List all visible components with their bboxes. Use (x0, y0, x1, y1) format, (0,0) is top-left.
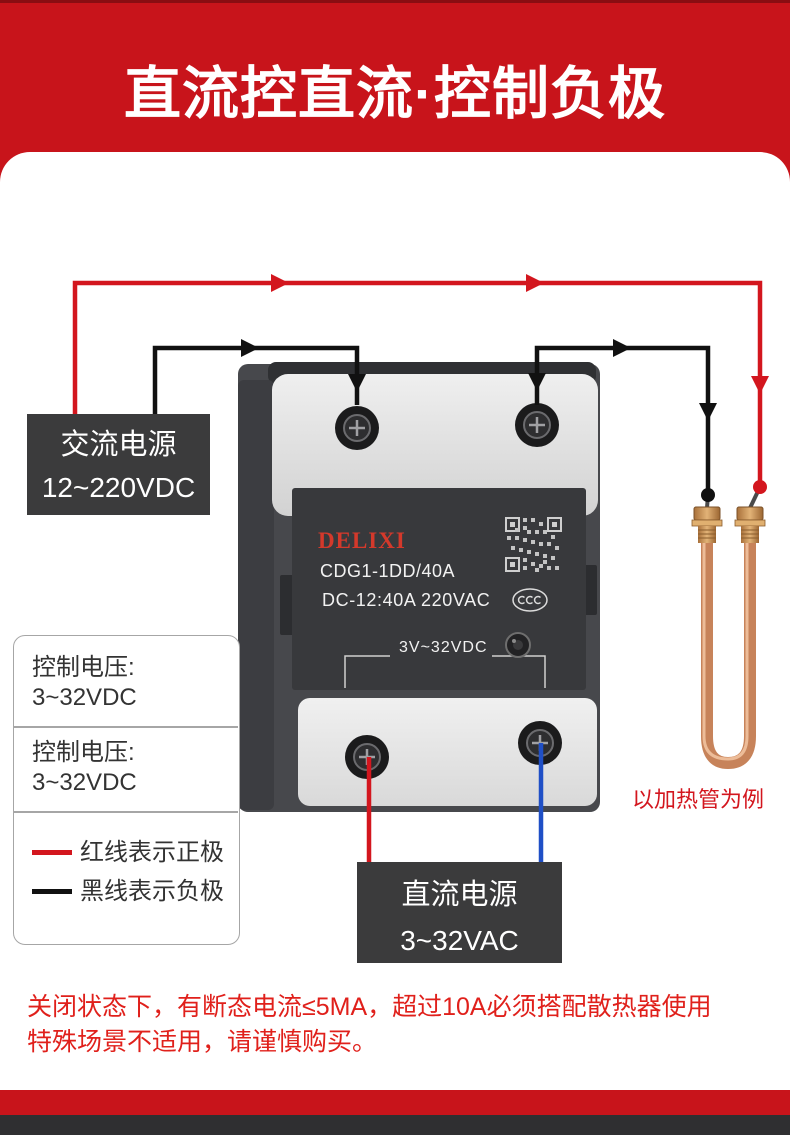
qr-finder-top-left-dot (510, 522, 515, 527)
ac-power-voltage: 12~220VDC (41, 472, 196, 503)
screw-terminal-top-right (515, 403, 559, 447)
solid-state-relay (238, 362, 600, 812)
red-wire-swatch (32, 850, 72, 855)
heater-tube-highlight (702, 542, 749, 761)
qr-finder-top-right (547, 517, 562, 532)
black-terminal-dot (701, 488, 715, 502)
qr-finder-bottom-left (505, 557, 520, 572)
heater-tube-body (701, 542, 756, 770)
black-wire-key-label: 黑线表示负极 (80, 877, 224, 905)
arrow-down-icon (699, 403, 717, 421)
arrow-right-icon (271, 274, 289, 292)
red-terminal-dot (753, 480, 767, 494)
arrow-down-icon (751, 376, 769, 394)
page-title: 直流控直流·控制负极 (124, 62, 666, 126)
notice-line: 关闭状态下，有断态电流≤5MA，超过10A必须搭配散热器使用 (27, 993, 712, 1021)
legend-panel: 控制电压: 3~32VDC 控制电压: 3~32VDC 红线表示正极 黑线表示负… (13, 635, 240, 945)
ac-negative-wire-out (528, 339, 717, 502)
spec-label: 控制电压: (32, 738, 135, 766)
heater-thread-lines-left (698, 529, 716, 539)
ccc-mark-outline (512, 588, 548, 612)
control-range-bracket (344, 655, 546, 688)
led-lens (513, 640, 523, 650)
relay-right-tab (583, 565, 597, 615)
red-wire-key-label: 红线表示正极 (80, 838, 224, 866)
heater-nut-right (736, 506, 764, 521)
indicator-led-icon (505, 632, 531, 658)
ccc-mark-icon (512, 588, 548, 612)
heater-nut-left (693, 506, 721, 521)
dc-power-voltage: 3~32VAC (400, 925, 519, 956)
screw-slot (349, 420, 365, 436)
ac-power-box: 交流电源 12~220VDC (27, 414, 210, 515)
spec-value: 3~32VDC (32, 683, 137, 711)
qr-finder-top-left (505, 517, 520, 532)
ccc-mark-c2 (525, 595, 534, 605)
led-highlight (512, 639, 516, 643)
spec-label: 控制电压: (32, 653, 135, 681)
notice-line: 特殊场景不适用，请谨慎购买。 (27, 1028, 378, 1056)
arrow-right-icon (526, 274, 544, 292)
heater-washer-right (734, 519, 766, 527)
relay-bottom-cover (298, 698, 597, 806)
black-wire-swatch (32, 889, 72, 894)
heating-tube-icon (691, 486, 766, 770)
heater-thread-lines-right (741, 529, 759, 539)
heater-washer-left (691, 519, 723, 527)
ccc-mark-c3 (533, 595, 542, 605)
dc-power-label: 直流电源 (401, 879, 518, 911)
relay-brand-logo: DELIXI (318, 528, 406, 553)
relay-housing-left-side (238, 380, 274, 810)
qr-code-icon (505, 517, 562, 572)
heater-fitting-left (691, 494, 723, 543)
ac-power-label: 交流电源 (60, 429, 177, 461)
dc-power-box: 直流电源 3~32VAC (357, 862, 562, 963)
ac-positive-wire (72, 274, 769, 494)
arrow-right-icon (241, 339, 259, 357)
arrow-right-icon (613, 339, 631, 357)
qr-finder-bottom-left-dot (510, 562, 515, 567)
spec-value: 3~32VDC (32, 768, 137, 796)
footer-dark-band (0, 1115, 790, 1135)
ac-negative-wire-in (152, 339, 366, 415)
heater-fitting-right (734, 486, 766, 543)
ccc-mark-c1 (517, 595, 526, 605)
footer-red-band (0, 1090, 790, 1115)
arrow-down-icon (528, 373, 546, 391)
qr-finder-top-right-dot (552, 522, 557, 527)
relay-rating: DC-12:40A 220VAC (322, 590, 491, 610)
relay-control-range: 3V~32VDC (399, 639, 488, 656)
legend-divider (14, 811, 238, 813)
relay-model: CDG1-1DD/40A (320, 561, 456, 581)
screw-slot (529, 417, 545, 433)
load-caption: 以加热管为例 (631, 787, 764, 812)
arrow-down-icon (348, 374, 366, 392)
screw-terminal-top-left (335, 406, 379, 450)
legend-divider (14, 726, 238, 728)
notice-text: 关闭状态下，有断态电流≤5MA，超过10A必须搭配散热器使用 特殊场景不适用，请… (27, 990, 777, 1060)
qr-modules (507, 518, 559, 572)
